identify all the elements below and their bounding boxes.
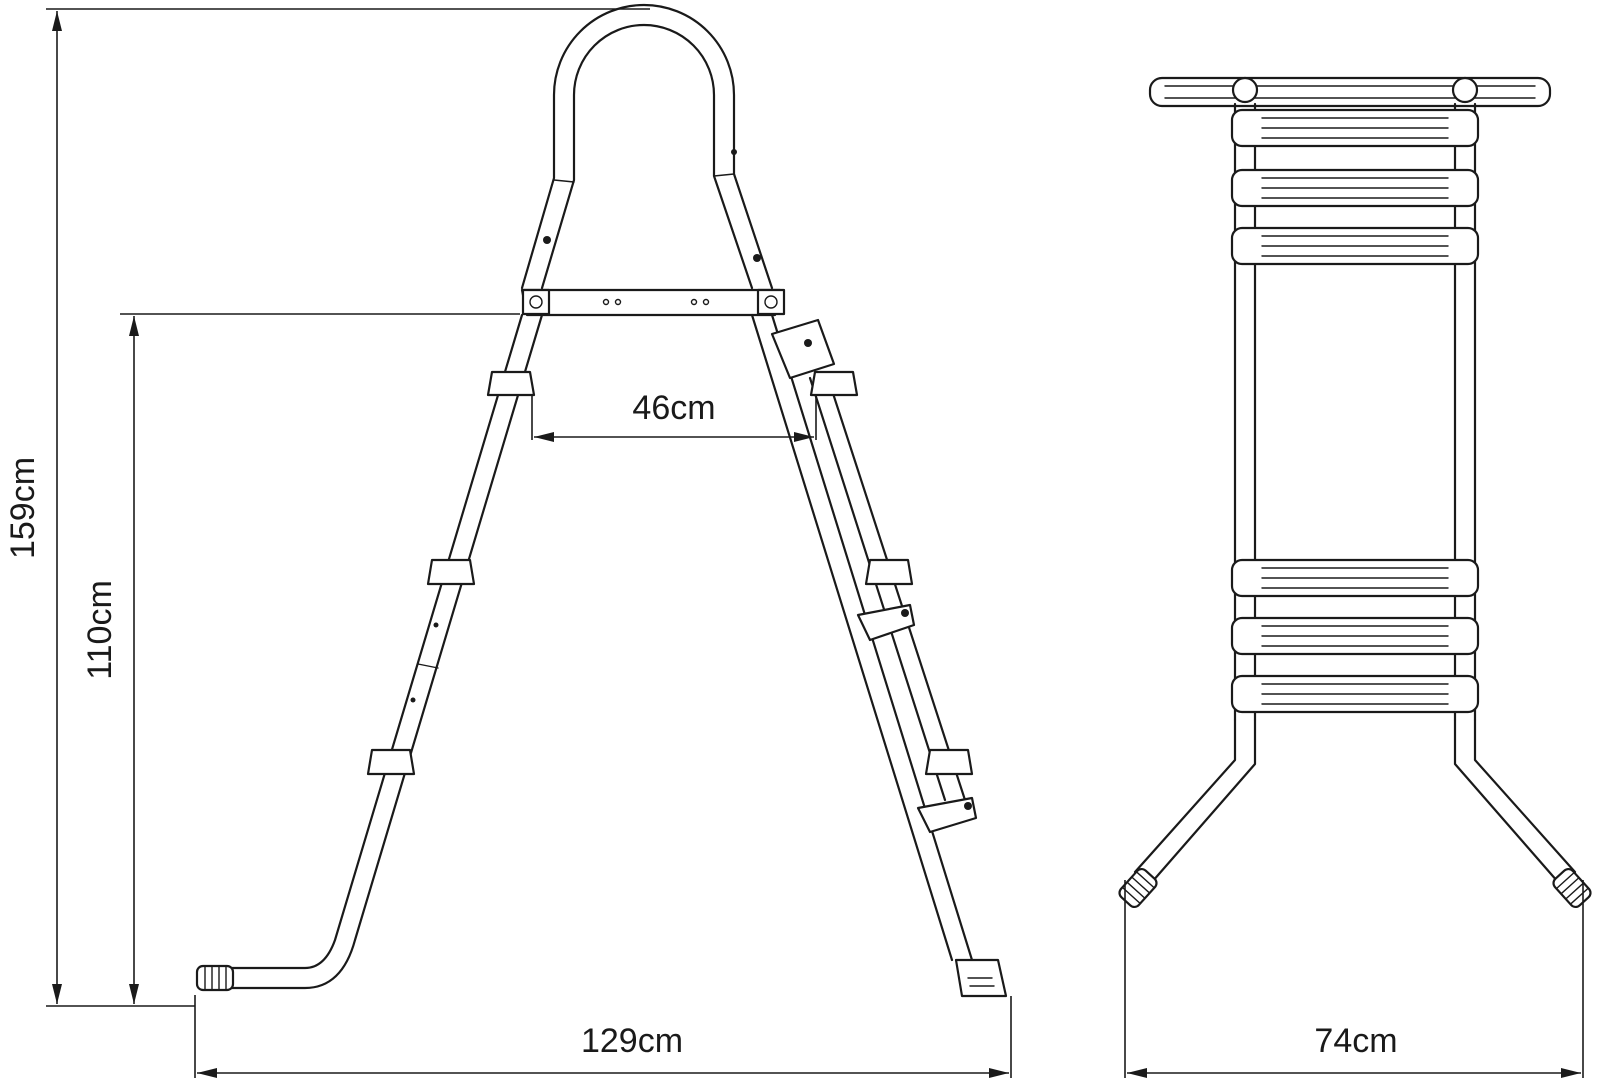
top-handle bbox=[1148, 76, 1552, 108]
label-platform-height: 110cm bbox=[81, 580, 119, 680]
dimension-lines bbox=[46, 8, 1584, 1078]
label-total-width: 74cm bbox=[1314, 1022, 1397, 1060]
left-foot-cap bbox=[195, 964, 235, 992]
left-leg bbox=[226, 313, 544, 990]
front-legs bbox=[1133, 718, 1577, 884]
left-step-holders bbox=[366, 370, 536, 776]
front-foot-caps bbox=[1118, 867, 1592, 909]
side-view bbox=[195, 3, 1008, 998]
handrail-arch bbox=[520, 3, 774, 290]
right-step-holders bbox=[809, 370, 978, 834]
front-view bbox=[1118, 76, 1592, 909]
label-inner-width: 46cm bbox=[632, 389, 715, 427]
label-base-depth: 129cm bbox=[581, 1022, 683, 1060]
cross-brace bbox=[520, 288, 786, 317]
lower-steps bbox=[1230, 558, 1480, 714]
upper-steps bbox=[1230, 108, 1480, 266]
label-total-height: 159cm bbox=[4, 457, 42, 559]
dimension-labels: 159cm 110cm 46cm 129cm 74cm bbox=[4, 389, 1398, 1060]
right-foot-pad bbox=[954, 958, 1008, 998]
right-leg bbox=[750, 313, 974, 962]
